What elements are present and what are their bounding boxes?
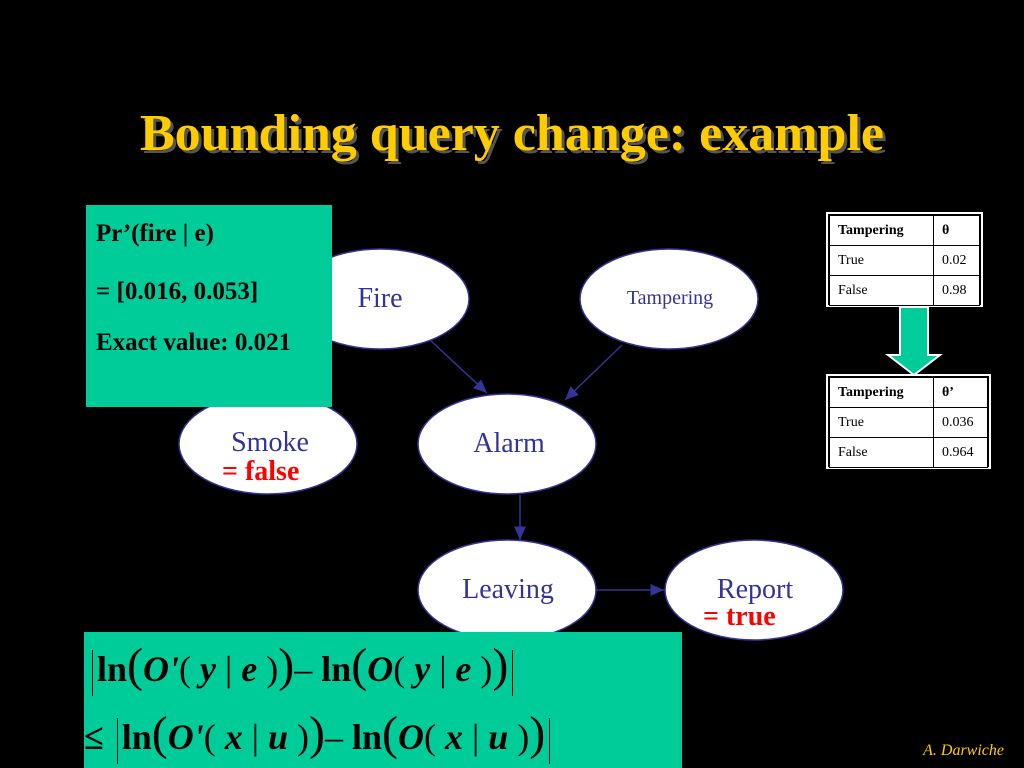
cpt-original-value: 0.02 — [933, 245, 980, 276]
node-tampering — [579, 248, 759, 350]
cpt-original-value: 0.98 — [933, 275, 980, 306]
cpt-modified-header-var: Tampering — [829, 377, 934, 408]
cpt-modified-state: True — [829, 407, 934, 438]
cpt-modified-header-theta: θ’ — [933, 377, 988, 408]
cpt-original-table: Tampering θ True 0.02 False 0.98 — [829, 215, 980, 306]
query-interval: = [0.016, 0.053] — [96, 278, 259, 305]
slide-title: Bounding query change: example — [140, 105, 884, 162]
cpt-modified-value: 0.036 — [933, 407, 988, 438]
node-alarm-label: Alarm — [473, 428, 545, 459]
report-evidence: = true — [703, 601, 776, 632]
cpt-original-state: False — [829, 275, 934, 306]
cpt-original-state: True — [829, 245, 934, 276]
formula-line-2: ≤ ln(O'( x | u ))– ln(O( x | u )) — [84, 710, 554, 764]
smoke-evidence: = false — [222, 456, 300, 487]
cpt-modified-frame — [826, 374, 991, 469]
cpt-original-frame — [826, 212, 983, 307]
cpt-modified-table: Tampering θ’ True 0.036 False 0.964 — [829, 377, 988, 468]
author-credit: A. Darwiche — [923, 742, 1004, 759]
node-tampering-label: Tampering — [626, 287, 714, 309]
node-smoke-label: Smoke — [231, 427, 309, 458]
exact-value: Exact value: 0.021 — [96, 329, 292, 356]
cpt-original-header-var: Tampering — [829, 215, 934, 246]
cpt-modified-value: 0.964 — [933, 437, 988, 468]
query-label: Pr’(fire | e) — [96, 220, 214, 247]
node-alarm — [417, 393, 597, 495]
node-leaving-label: Leaving — [462, 574, 554, 605]
node-report — [664, 539, 844, 641]
node-report-label: Report — [716, 574, 794, 605]
cpt-original-header-theta: θ — [933, 215, 980, 246]
cpt-modified-state: False — [829, 437, 934, 468]
down-arrow-icon — [885, 306, 943, 377]
edge-fire-alarm — [429, 339, 488, 394]
query-result-box: Pr’(fire | e) = [0.016, 0.053] Exact val… — [86, 205, 332, 407]
edge-tampering-alarm — [564, 344, 623, 401]
bound-formula: ln(O'( y | e ))– ln(O( y | e )) ≤ ln(O'(… — [84, 632, 682, 768]
formula-line-1: ln(O'( y | e ))– ln(O( y | e )) — [88, 642, 517, 696]
node-fire-label: Fire — [357, 283, 403, 314]
